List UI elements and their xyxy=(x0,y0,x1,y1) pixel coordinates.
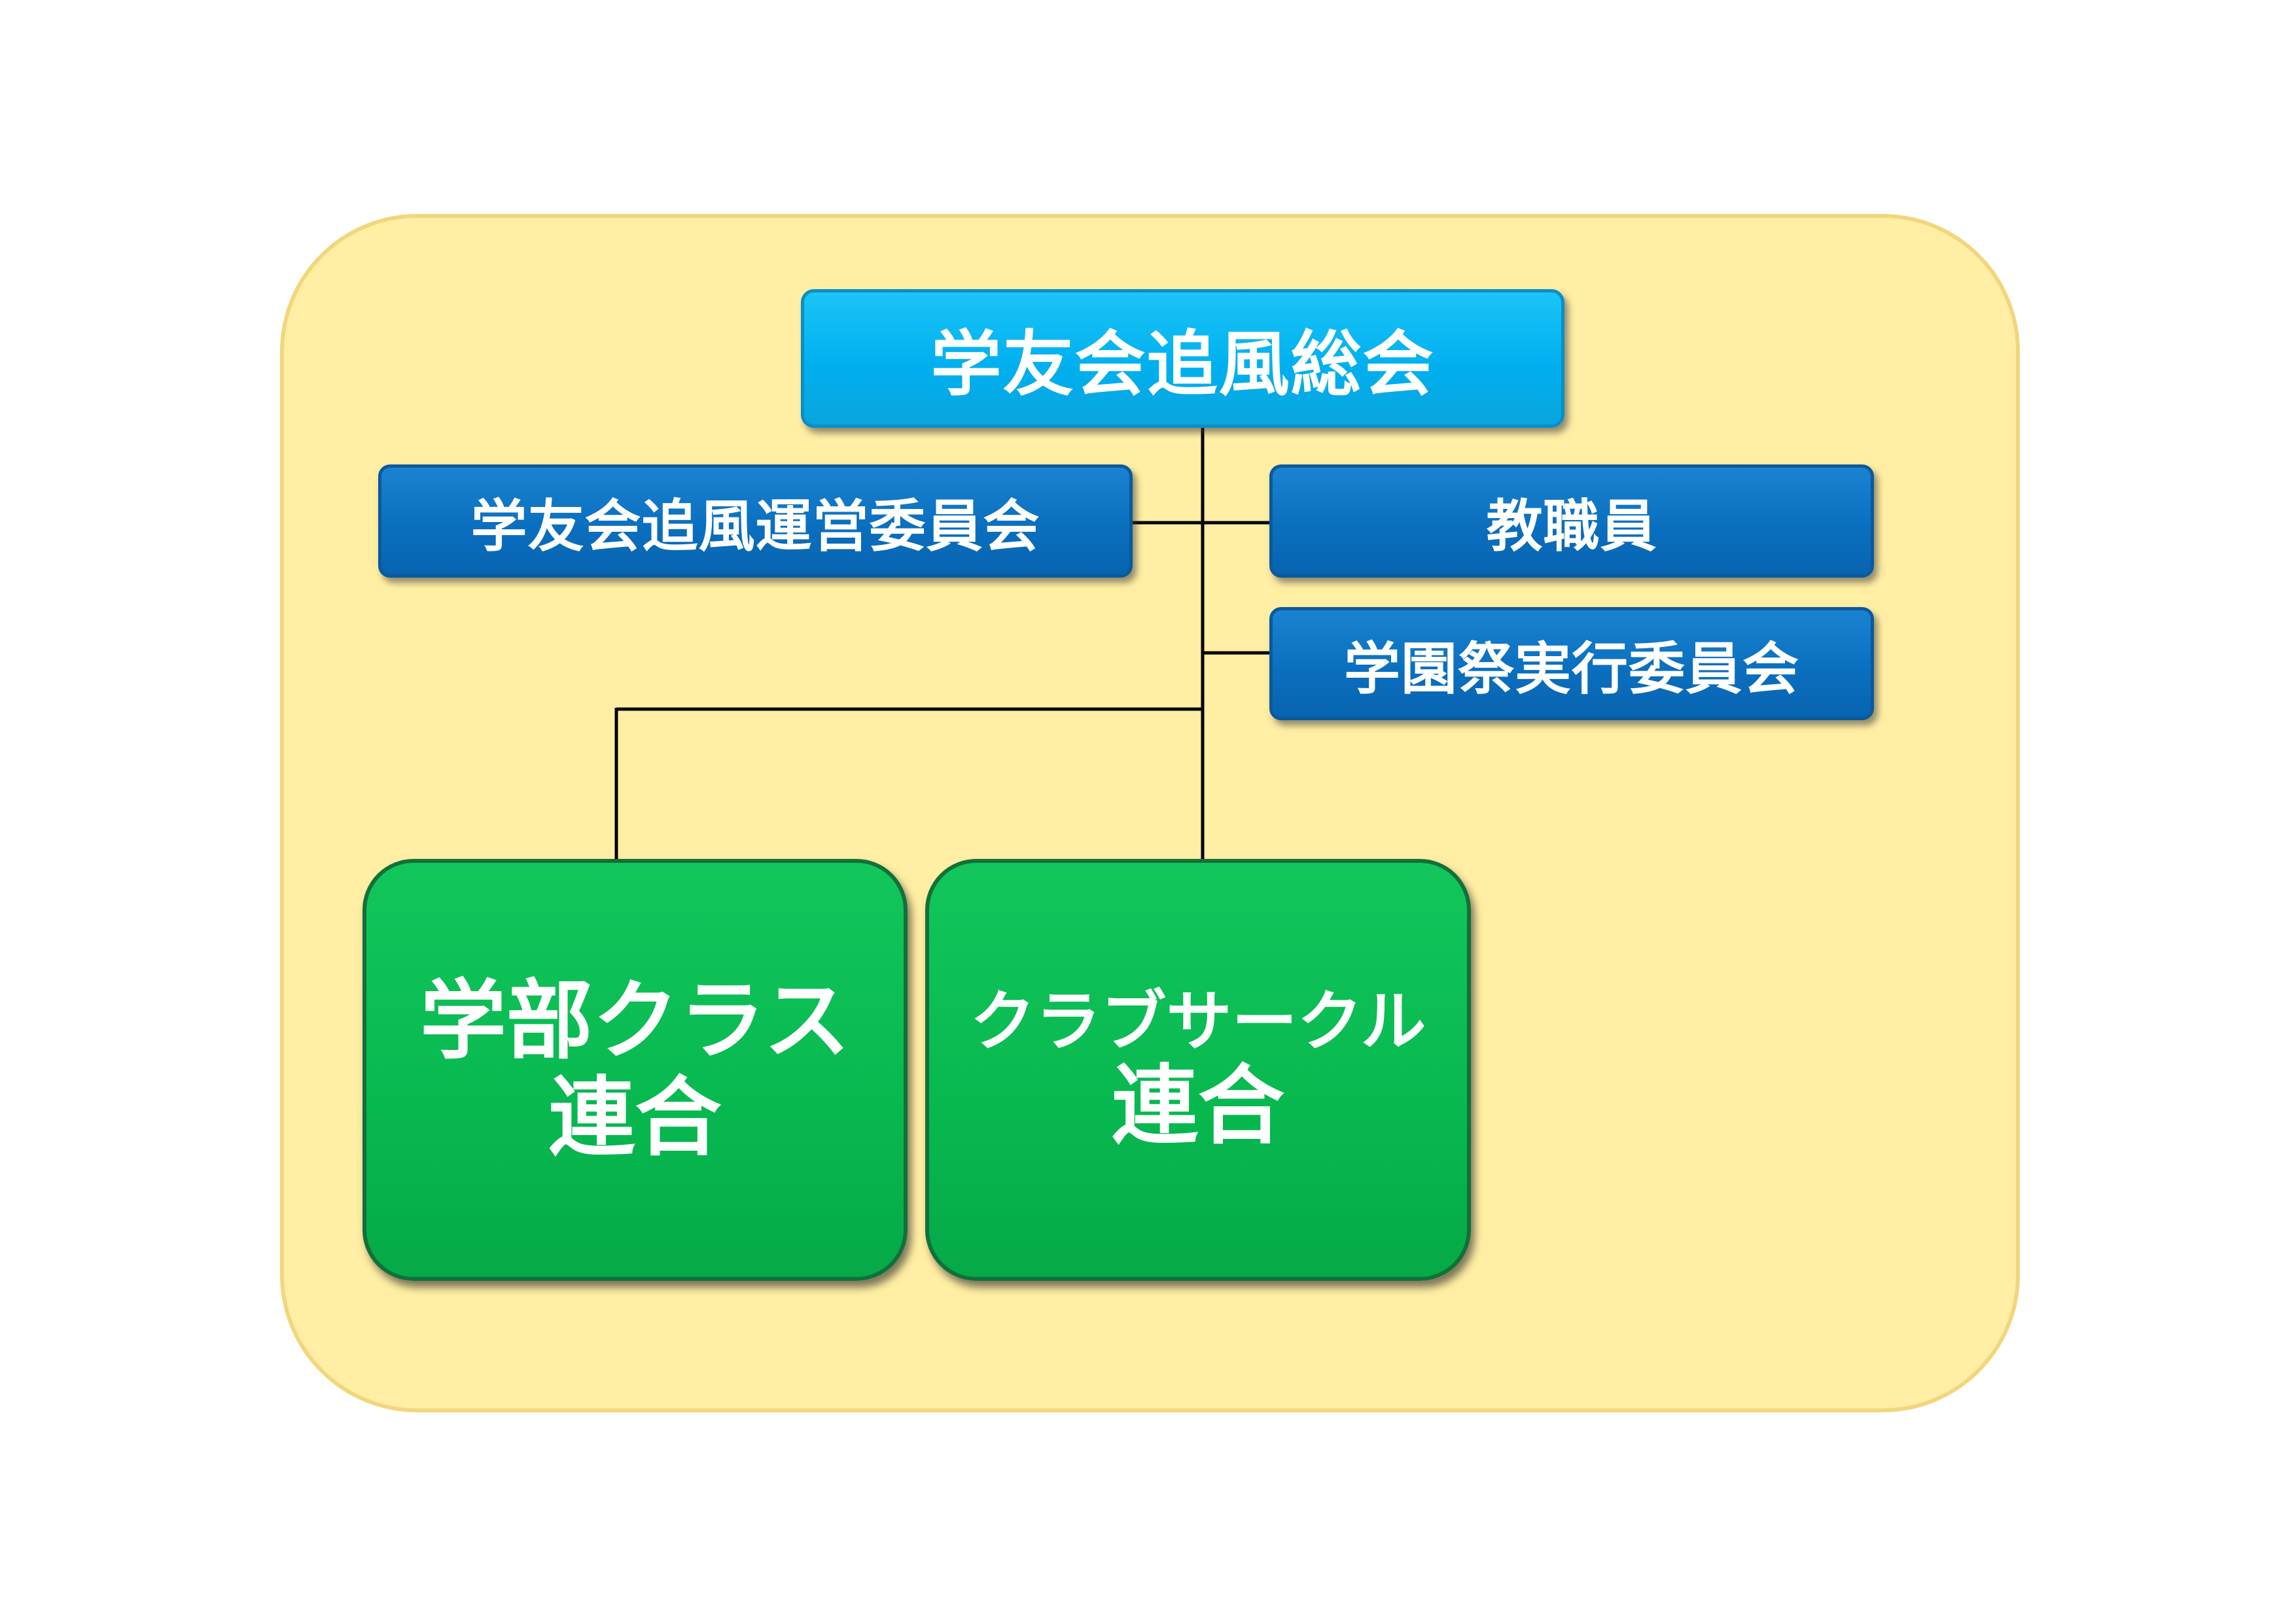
general-assembly-box: 学友会追風総会 xyxy=(801,289,1564,428)
club-circle-union-box: クラブサークル 連合 xyxy=(925,859,1471,1281)
general-assembly-label: 学友会追風総会 xyxy=(930,324,1435,406)
school-festival-committee-label: 学園祭実行委員会 xyxy=(1344,637,1799,702)
club-circle-union-line-1: クラブサークル xyxy=(970,983,1426,1060)
faculty-staff-box: 教職員 xyxy=(1269,464,1874,578)
faculty-class-union-line-1: 学部クラス xyxy=(419,970,851,1072)
management-committee-box: 学友会追風運営委員会 xyxy=(378,464,1133,578)
management-committee-label: 学友会追風運営委員会 xyxy=(470,494,1040,559)
club-circle-union-line-2: 連合 xyxy=(1112,1055,1284,1157)
faculty-staff-label: 教職員 xyxy=(1486,494,1657,559)
faculty-class-union-box: 学部クラス 連合 xyxy=(362,859,908,1281)
school-festival-committee-box: 学園祭実行委員会 xyxy=(1269,607,1874,720)
faculty-class-union-line-2: 連合 xyxy=(548,1067,722,1168)
